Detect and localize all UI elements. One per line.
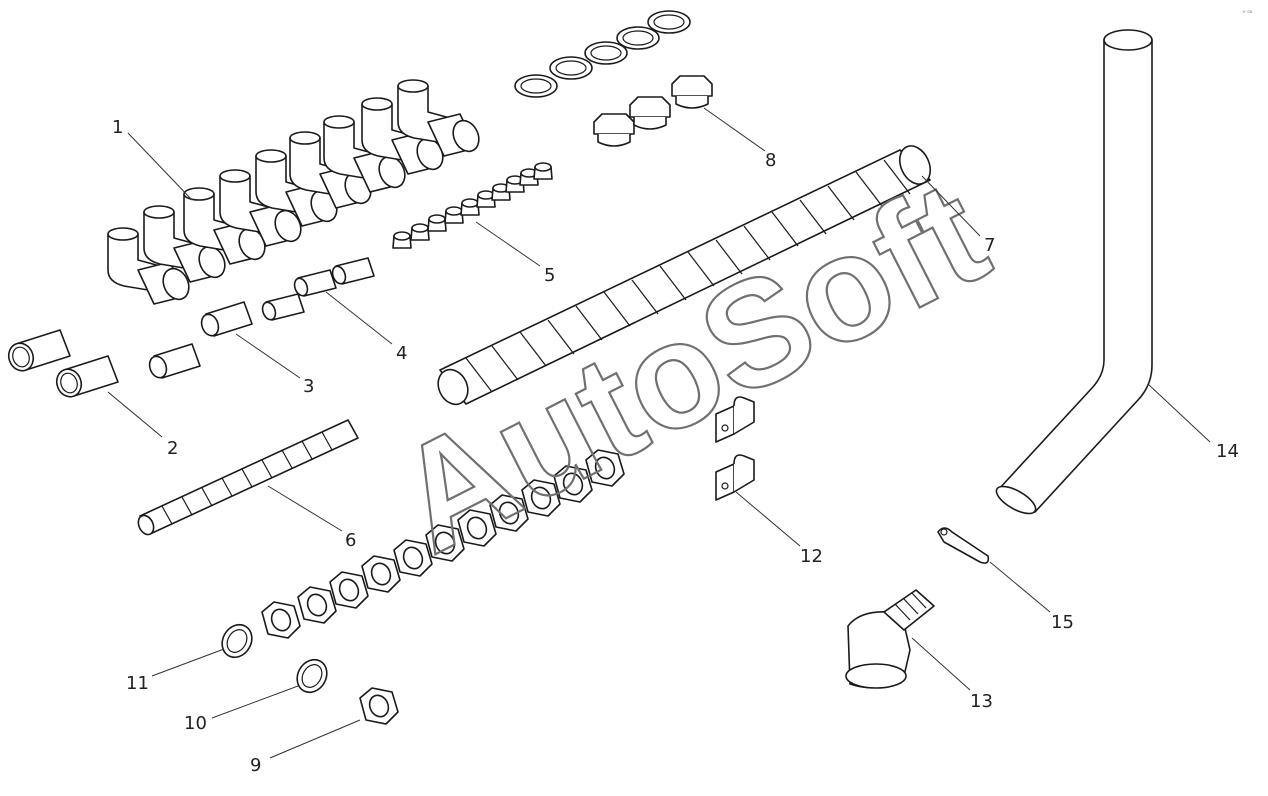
callout-12: 12: [800, 546, 823, 567]
part-10-washer: [296, 658, 328, 694]
callout-6: 6: [345, 530, 356, 551]
part-11-washer: [221, 623, 253, 659]
part-5-ferrules: [392, 162, 553, 249]
callout-3: 3: [303, 376, 314, 397]
part-4-unions: [261, 257, 375, 321]
callout-10: 10: [184, 713, 207, 734]
part-14-tube: [995, 29, 1153, 515]
callout-14: 14: [1216, 441, 1239, 462]
corner-mark: ₀ ₀₀: [1243, 8, 1253, 15]
part-8-seal-rings: [514, 10, 691, 98]
part-2-unions: [7, 329, 119, 398]
part-9-hex-nuts: [261, 449, 625, 725]
part-6-union-chain: [137, 419, 359, 536]
leader-lines: [107, 107, 1211, 759]
callout-8: 8: [765, 150, 776, 171]
callout-5: 5: [544, 265, 555, 286]
part-8-plugs: [593, 75, 713, 147]
callouts: 1 2 3 4 5 6 7 8 9 10 11 12 13 14 15: [112, 117, 1239, 776]
callout-1: 1: [112, 117, 123, 138]
callout-4: 4: [396, 343, 407, 364]
callout-2: 2: [167, 438, 178, 459]
part-7-union-chain: [437, 145, 932, 406]
callout-7: 7: [984, 235, 995, 256]
part-12-brackets: [715, 396, 755, 501]
part-1-elbow-fittings: [107, 79, 480, 305]
part-3-unions: [148, 301, 253, 379]
callout-15: 15: [1051, 612, 1074, 633]
callout-9: 9: [250, 755, 261, 776]
callout-11: 11: [126, 673, 149, 694]
part-13-hose-connector: [845, 589, 935, 689]
callout-13: 13: [970, 691, 993, 712]
part-15-hose-clamp: [937, 527, 990, 564]
